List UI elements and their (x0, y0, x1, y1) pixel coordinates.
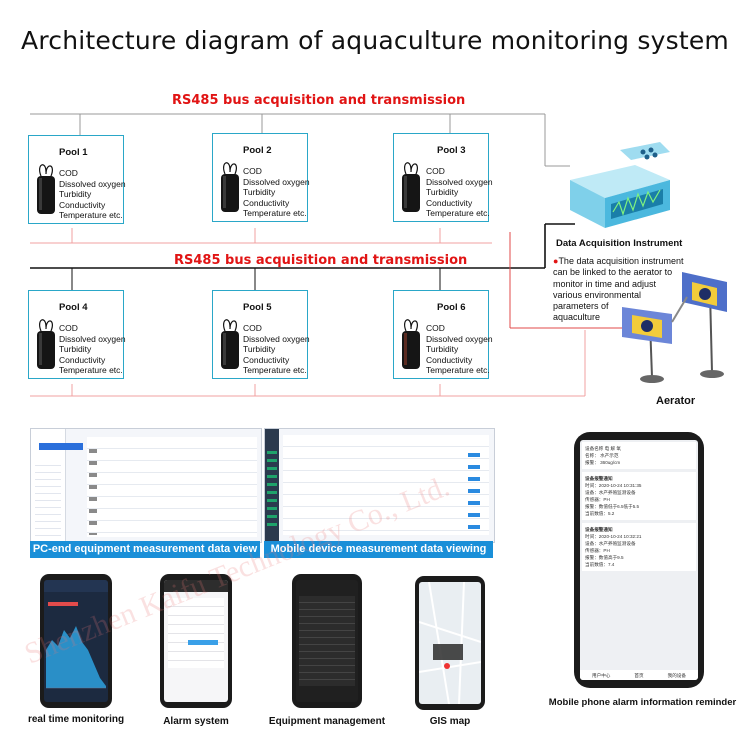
pool-3-name: Pool 3 (437, 145, 466, 156)
aerator-label: Aerator (656, 395, 696, 407)
bus-label-top: RS485 bus acquisition and transmission (172, 93, 466, 108)
note-line: monitor in time and adjust (553, 278, 657, 289)
aerator-icon (622, 272, 727, 383)
param: COD (426, 166, 445, 176)
param: Temperature etc. (426, 365, 490, 375)
alarm-card: 设备报警通知 时间：2020-10-24 10:32:21 设备：水产养殖监测设… (582, 523, 696, 571)
water-quality-sensor-icon (37, 164, 55, 214)
alarm-phone-tabbar: 用户中心 首页 我的设备 (580, 670, 698, 680)
param: COD (59, 323, 78, 333)
param: Conductivity (426, 197, 473, 208)
note-line: parameters of (553, 301, 609, 312)
param: Temperature etc. (426, 208, 490, 218)
param: Temperature etc. (243, 208, 307, 218)
param: Dissolved oxygen (426, 333, 493, 344)
monitoring-chart-icon (44, 580, 108, 689)
mobile-data-screenshot (264, 428, 495, 543)
param: Conductivity (59, 199, 106, 210)
gis-map-phone (415, 576, 485, 710)
note-line: various environmental (553, 289, 642, 300)
param: Temperature etc. (243, 365, 307, 375)
note-line: aquaculture (553, 312, 601, 323)
alarm-card: 设备报警通知 时间：2020-10-24 10:31:35 设备：水产养殖监测设… (582, 472, 696, 520)
param: COD (243, 323, 262, 333)
bullet-icon: ● (553, 256, 559, 266)
param: Conductivity (243, 197, 290, 208)
pool-2-params: COD Dissolved oxygen Turbidity Conductiv… (243, 166, 310, 219)
param: COD (243, 166, 262, 176)
pool-4-name: Pool 4 (59, 302, 88, 313)
param: Turbidity (243, 187, 276, 197)
water-quality-sensor-icon (402, 162, 420, 212)
pool-3-params: COD Dissolved oxygen Turbidity Conductiv… (426, 166, 493, 219)
app-caption-equipment: Equipment management (268, 716, 386, 727)
param: Dissolved oxygen (243, 333, 310, 344)
app-caption-monitoring: real time monitoring (27, 714, 125, 725)
pool-6-name: Pool 6 (437, 302, 466, 313)
alarm-reminder-phone: 设备名称 电 解 氧 名称： 水产示范 报警： 360ug/cm 设备报警通知 … (574, 432, 704, 688)
water-quality-sensor-icon (402, 319, 420, 369)
param: Dissolved oxygen (426, 176, 493, 187)
param: Turbidity (59, 189, 92, 199)
alarm-row: 报警： 360ug/cm (585, 460, 621, 465)
pool-1-box: Pool 1 COD Dissolved oxygen Turbidity Co… (28, 135, 126, 224)
bus-label-bottom: RS485 bus acquisition and transmission (174, 253, 468, 268)
param: Conductivity (426, 354, 473, 365)
pc-caption: PC-end equipment measurement data view (30, 541, 260, 558)
tab-user-center[interactable]: 用户中心 (592, 672, 611, 678)
param: Conductivity (243, 354, 290, 365)
pool-4-box: Pool 4 COD Dissolved oxygen Turbidity Co… (28, 290, 126, 379)
tab-home[interactable]: 首页 (634, 672, 644, 678)
pool-1-params: COD Dissolved oxygen Turbidity Conductiv… (59, 168, 126, 221)
param: Turbidity (59, 344, 92, 354)
param: Conductivity (59, 354, 106, 365)
pool-3-box: Pool 3 COD Dissolved oxygen Turbidity Co… (393, 133, 493, 222)
note-line: can be linked to the aerator to (553, 267, 673, 278)
pool-1-name: Pool 1 (59, 147, 88, 158)
pool-5-name: Pool 5 (243, 302, 272, 313)
app-caption-alarm: Alarm system (163, 716, 229, 727)
alarm-row: 名称： 水产示范 (585, 453, 619, 458)
equipment-phone (292, 574, 362, 708)
param: Dissolved oxygen (59, 333, 126, 344)
pool-6-box: Pool 6 COD Dissolved oxygen Turbidity Co… (393, 290, 493, 379)
pc-dashboard-screenshot (30, 428, 262, 543)
param: Dissolved oxygen (243, 176, 310, 187)
app-caption-gis: GIS map (429, 716, 471, 727)
data-acquisition-instrument-icon (570, 142, 670, 228)
param: Turbidity (243, 344, 276, 354)
alarm-phone (160, 574, 232, 708)
water-quality-sensor-icon (221, 319, 239, 369)
param: Temperature etc. (59, 210, 123, 220)
instrument-note: ●The data acquisition instrument can be … (553, 256, 684, 324)
water-quality-sensor-icon (221, 162, 239, 212)
instrument-label: Data Acquisition Instrument (556, 238, 683, 249)
pool-2-box: Pool 2 COD Dissolved oxygen Turbidity Co… (212, 133, 310, 222)
pool-5-params: COD Dissolved oxygen Turbidity Conductiv… (243, 323, 310, 376)
alarm-row: 设备名称 电 解 氧 (585, 446, 622, 451)
pool-4-params: COD Dissolved oxygen Turbidity Conductiv… (59, 323, 126, 376)
pool-6-params: COD Dissolved oxygen Turbidity Conductiv… (426, 323, 493, 376)
pool-5-box: Pool 5 COD Dissolved oxygen Turbidity Co… (212, 290, 310, 379)
diagram-title: Architecture diagram of aquaculture moni… (21, 26, 729, 55)
note-line: The data acquisition instrument (558, 256, 684, 266)
gis-map-icon (419, 582, 481, 704)
mobile-caption: Mobile device measurement data viewing (264, 541, 493, 558)
param: Turbidity (426, 344, 459, 354)
param: Dissolved oxygen (59, 178, 126, 189)
param: Temperature etc. (59, 365, 123, 375)
alarm-reminder-caption: Mobile phone alarm information reminder (548, 697, 737, 708)
water-quality-sensor-icon (37, 319, 55, 369)
param: COD (426, 323, 445, 333)
tab-my-devices[interactable]: 我的设备 (667, 672, 686, 678)
param: Turbidity (426, 187, 459, 197)
pool-2-name: Pool 2 (243, 145, 272, 156)
monitoring-phone (40, 574, 112, 708)
param: COD (59, 168, 78, 178)
